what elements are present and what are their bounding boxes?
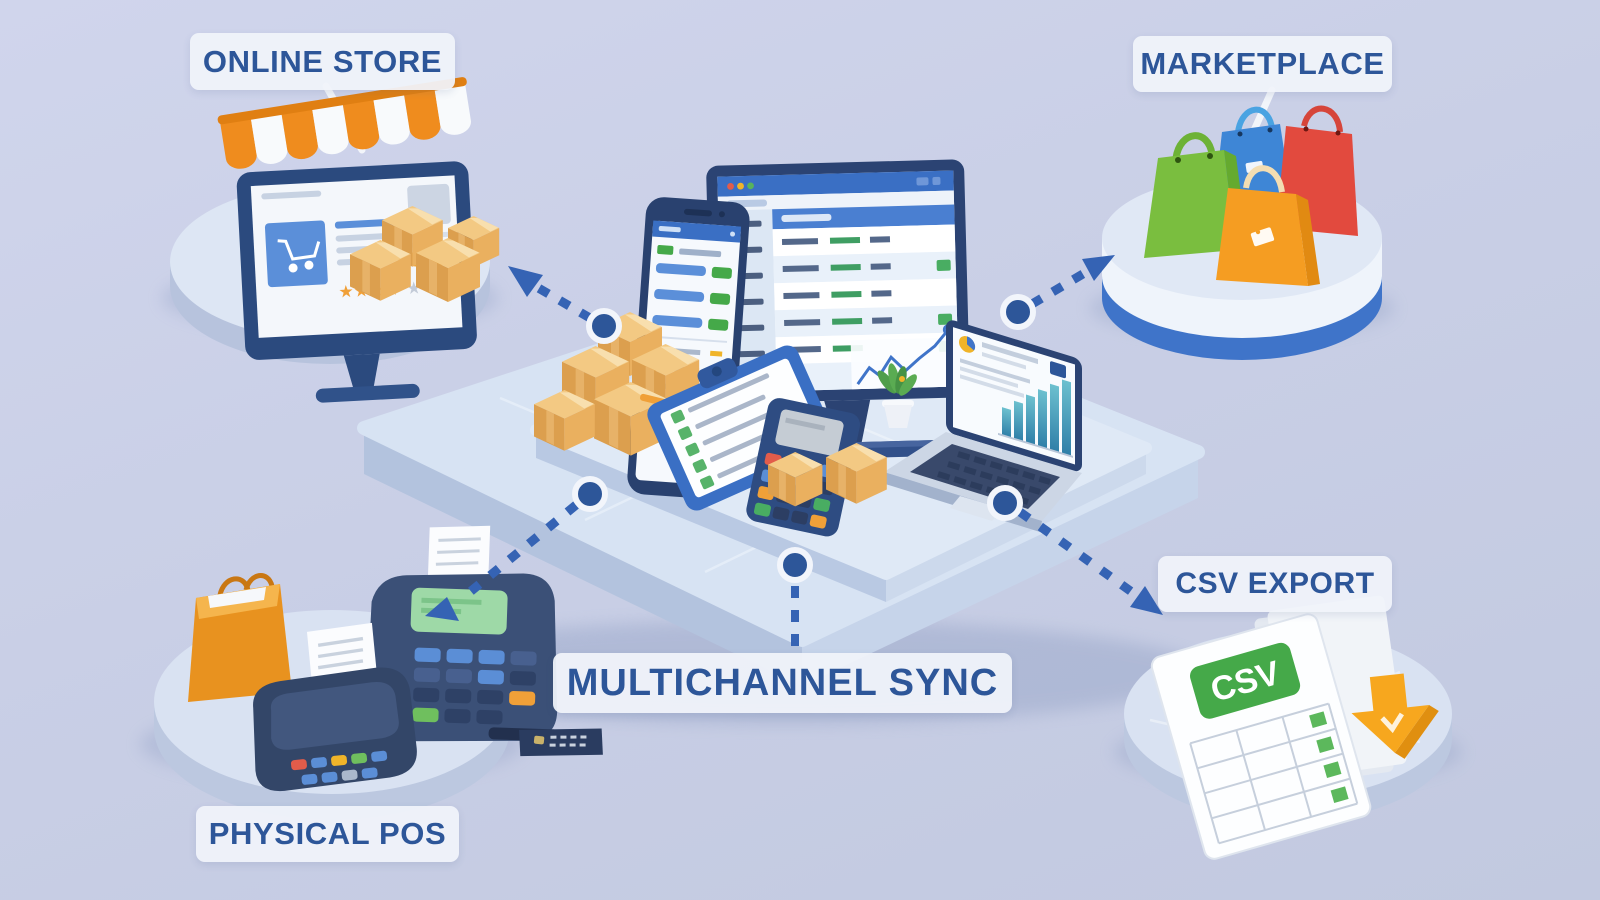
sync-node-dot	[572, 476, 608, 512]
csv-export-group: CSV	[1150, 595, 1439, 860]
shopping-bags	[1144, 105, 1358, 286]
sync-node-dot	[1000, 294, 1036, 330]
storefront-monitor-stand	[343, 353, 380, 389]
browser-bar	[717, 170, 954, 197]
orange-bag	[1216, 165, 1320, 286]
arrow-to-csv-export	[1017, 508, 1163, 615]
csv-table-grid	[1189, 702, 1359, 845]
pos-keypad	[412, 647, 537, 725]
csv-badge	[1190, 642, 1301, 719]
laptop-screen	[946, 320, 1082, 472]
line-chart	[856, 328, 950, 385]
bar-chart	[998, 379, 1073, 458]
csv-document: CSV	[1150, 613, 1372, 860]
sync-node-dot	[586, 308, 622, 344]
plant	[877, 363, 917, 428]
arrow-to-marketplace	[1029, 255, 1115, 308]
awning	[217, 77, 471, 169]
arrow-to-physical-pos	[425, 501, 579, 621]
laptop-touchpad	[950, 496, 1004, 521]
multichannel-sync-label: MULTICHANNEL SYNC	[553, 653, 1012, 713]
table-header	[772, 204, 955, 230]
credit-card	[519, 728, 603, 757]
physical-pos-label: PHYSICAL POS	[196, 806, 459, 862]
download-arrow-icon	[1351, 673, 1439, 759]
csv-export-label: CSV EXPORT	[1158, 556, 1392, 612]
checklist	[670, 373, 779, 490]
online-store-label: ONLINE STORE	[190, 33, 455, 90]
printer-buttons	[290, 750, 388, 785]
arrow-to-online-store	[508, 266, 593, 322]
receipt-printer	[253, 622, 417, 792]
pos-terminal	[365, 525, 603, 757]
pos-station	[188, 525, 603, 792]
product-image	[264, 220, 328, 288]
sync-node-dot	[987, 485, 1023, 521]
sync-arrows	[425, 255, 1163, 650]
marketplace-label: MARKETPLACE	[1133, 36, 1392, 92]
sync-node-dot	[777, 547, 813, 583]
cart-icon	[277, 239, 321, 273]
pos-shopping-bag	[188, 573, 292, 702]
